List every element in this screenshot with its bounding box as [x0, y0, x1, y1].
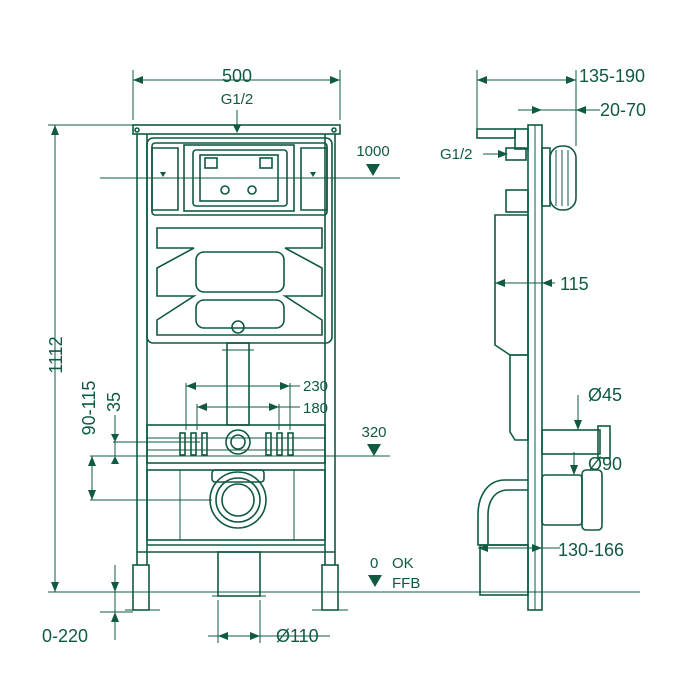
height-320-label: 320 — [361, 424, 386, 441]
pipe-110-label: Ø110 — [276, 626, 319, 646]
depth-20-70-label: 20-70 — [600, 100, 646, 120]
bend-pipe — [477, 479, 528, 546]
height-1000-label: 1000 — [356, 143, 389, 160]
dim-35-label: 35 — [104, 392, 124, 412]
pipe-45-label: Ø45 — [588, 385, 622, 405]
front-inlet-label: G1/2 — [221, 91, 254, 108]
dim-115-label: 115 — [560, 274, 589, 294]
range-90-115-label: 90-115 — [79, 381, 99, 436]
side-dimensions: 135-190 20-70 G1/2 115 Ø45 Ø90 130-166 — [440, 66, 646, 560]
width-500-label: 500 — [222, 66, 252, 86]
right-foot — [321, 564, 339, 611]
lower-assembly — [146, 424, 326, 597]
ffb-label: FFB — [392, 575, 420, 592]
pipe-90-label: Ø90 — [588, 454, 622, 474]
dim-230-label: 230 — [303, 378, 328, 395]
cistern-side — [494, 214, 529, 356]
front-dimensions: 500 G1/2 1000 1112 90-115 35 230 — [42, 66, 640, 646]
arrow-icon — [233, 125, 241, 133]
front-frame — [125, 124, 348, 611]
flush-plate-side — [549, 145, 577, 211]
outlet-front — [209, 471, 267, 529]
ok-label: OK — [392, 555, 414, 572]
dim-180-label: 180 — [303, 400, 328, 417]
depth-135-190-label: 135-190 — [579, 66, 645, 86]
zero-label: 0 — [370, 555, 378, 572]
level-triangle-icon — [366, 164, 380, 176]
range-0-220-label: 0-220 — [42, 626, 88, 646]
side-inlet-label: G1/2 — [440, 146, 473, 163]
left-foot — [132, 564, 150, 611]
cistern-body — [146, 137, 333, 344]
height-1112-label: 1112 — [46, 336, 66, 373]
side-view — [476, 124, 611, 611]
depth-130-166-label: 130-166 — [558, 540, 624, 560]
